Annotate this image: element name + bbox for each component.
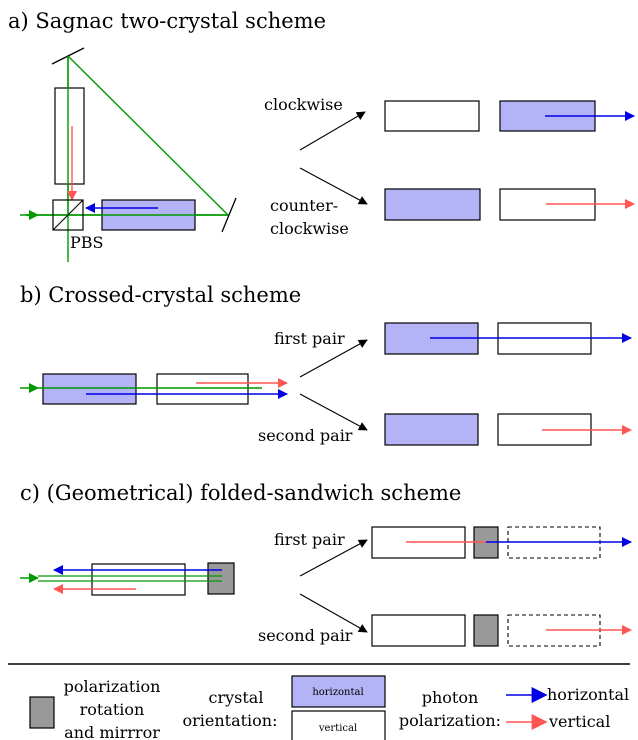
legend-crystal-label-1: crystal — [209, 688, 264, 707]
crystal-vertical-sagnac — [54, 87, 85, 185]
legend-photon-horizontal-label: horizontal — [547, 685, 629, 704]
first-pair-arrow-b — [299, 339, 368, 378]
clockwise-output-arrow — [299, 111, 366, 151]
counterclockwise-output-arrow — [299, 167, 368, 205]
panel-b-title: b) Crossed-crystal scheme — [20, 283, 301, 307]
legend-photon-label-2: polarization: — [399, 711, 501, 730]
legend-crystal-label-2: orientation: — [182, 711, 277, 730]
legend-photon-vertical-label: vertical — [548, 712, 610, 731]
panel-c-title: c) (Geometrical) folded-sandwich scheme — [20, 481, 461, 505]
second-pair-crystal-horizontal-b — [384, 413, 479, 446]
counter-label-line2: clockwise — [270, 219, 349, 238]
second-pair-crystal-c — [371, 614, 466, 647]
legend-mirror-swatch — [29, 696, 55, 729]
legend-crystal-horizontal-label: horizontal — [312, 687, 363, 698]
second-pair-label-c: second pair — [258, 626, 353, 645]
clockwise-crystal-vertical — [384, 100, 480, 132]
legend-mirror-label-1: polarization — [64, 677, 161, 696]
pump-beam-diagonal — [67, 55, 229, 216]
panel-b: b) Crossed-crystal scheme first pair sec… — [20, 283, 632, 446]
pbs-cube — [52, 199, 84, 231]
legend-mirror-label-2: rotation — [80, 700, 145, 719]
second-pair-label-b: second pair — [258, 426, 353, 445]
first-pair-label-c: first pair — [274, 530, 345, 549]
counter-label-line1: counter- — [270, 196, 338, 215]
second-pair-arrow-b — [299, 393, 368, 431]
legend: polarization rotation and mirrror crysta… — [29, 675, 629, 740]
pbs-label: PBS — [70, 233, 103, 252]
first-pair-arrow-c — [299, 539, 368, 577]
legend-crystal-horizontal-swatch — [291, 675, 386, 708]
second-pair-arrow-c — [299, 593, 368, 633]
counterclockwise-crystal-horizontal — [384, 188, 481, 221]
crossed-crystal-horizontal — [42, 373, 137, 405]
folded-mirror — [207, 562, 235, 595]
panel-a: a) Sagnac two-crystal scheme PBS clockwi… — [8, 9, 635, 262]
folded-crystal — [91, 563, 186, 596]
legend-crystal-vertical-swatch — [291, 710, 386, 740]
mirror-right — [221, 197, 237, 233]
legend-crystal-vertical-label: vertical — [318, 723, 357, 734]
crossed-crystal-vertical — [156, 373, 249, 405]
pbs-diagonal — [52, 199, 84, 231]
legend-mirror-label-3: and mirrror — [64, 723, 160, 740]
clockwise-label: clockwise — [264, 95, 343, 114]
second-pair-mirror-c — [473, 614, 499, 647]
panel-a-title: a) Sagnac two-crystal scheme — [8, 9, 326, 33]
legend-photon-label-1: photon — [422, 688, 479, 707]
first-pair-label-b: first pair — [274, 329, 345, 348]
panel-c: c) (Geometrical) folded-sandwich scheme … — [20, 481, 632, 647]
